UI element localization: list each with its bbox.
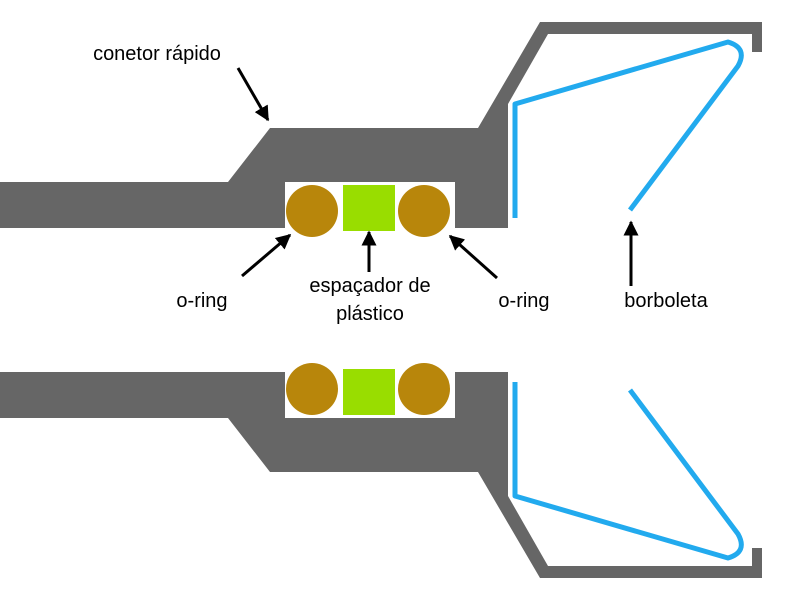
o-ring-top-left (286, 185, 338, 237)
label-o-ring-left: o-ring (176, 290, 227, 312)
arrow-quick-connector (236, 67, 270, 122)
o-ring-bottom-right (398, 363, 450, 415)
butterfly-top (512, 39, 744, 218)
o-ring-bottom-left (286, 363, 338, 415)
label-spacer-line2: plástico (336, 303, 404, 325)
connector-body-top (0, 22, 762, 228)
label-butterfly: borboleta (624, 290, 708, 312)
arrow-o-ring-left (241, 233, 292, 278)
butterfly-bottom (512, 382, 744, 561)
label-o-ring-right: o-ring (498, 290, 549, 312)
plastic-spacer-bottom (343, 369, 395, 415)
connector-body-bottom (0, 372, 762, 578)
plastic-spacer-top (343, 185, 395, 231)
label-quick-connector: conetor rápido (93, 43, 221, 65)
arrow-o-ring-right (448, 234, 498, 280)
label-spacer-line1: espaçador de (309, 275, 430, 297)
o-ring-top-right (398, 185, 450, 237)
